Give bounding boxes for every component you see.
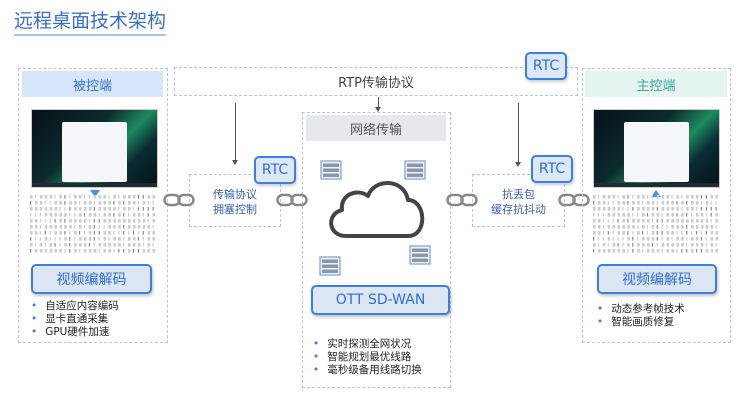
page-title: 远程桌面技术架构 [14,10,167,36]
link-chain-icon [163,193,195,207]
bullet: 实时探测全网状况 [313,338,422,351]
controlled-side-header: 被控端 [22,71,163,97]
label: 拥塞控制 [213,203,257,216]
server-icon [404,160,426,180]
label: 缓存抗抖动 [491,203,546,216]
video-codec-button-left[interactable]: 视频编解码 [31,264,152,294]
arrow-down-icon [232,103,238,165]
network-transport-header: 网络传输 [306,115,446,141]
controlling-side-header: 主控端 [585,71,727,97]
link-chain-icon [558,193,590,207]
rtp-protocol-bar: RTP传输协议 [174,67,578,96]
network-transport-panel [302,112,451,388]
bullet: 毫秒级备用线路切换 [313,364,422,377]
rtc-badge-top: RTC [525,52,567,80]
rtc-badge-right: RTC [531,155,573,183]
label: 传输协议 [213,188,257,201]
arrow-down-icon [90,190,100,197]
label: 抗丢包 [502,188,535,201]
transport-protocol-box: 传输协议 拥塞控制 [189,174,281,227]
bullet: 智能规划最优线路 [313,351,422,364]
bullet: 自适应内容编码 [31,300,119,313]
arrow-up-icon [651,190,661,197]
bullet: GPU硬件加速 [31,326,119,339]
binary-data-pattern [593,195,719,253]
cloud-icon [329,181,425,238]
server-icon [409,245,431,265]
desktop-screenshot [593,109,720,188]
rtc-badge-left: RTC [254,156,296,184]
server-icon [320,160,342,180]
arrow-down-icon [515,103,521,167]
desktop-screenshot [31,109,158,188]
bullet: 显卡直通采集 [31,313,119,326]
bullet: 智能画质修复 [597,316,685,329]
link-chain-icon [446,193,478,207]
server-icon [319,256,341,276]
center-bullets: 实时探测全网状况 智能规划最优线路 毫秒级备用线路切换 [313,338,422,377]
right-bullets: 动态参考帧技术 智能画质修复 [597,303,685,329]
anti-packet-loss-box: 抗丢包 缓存抗抖动 [472,174,565,227]
ott-sdwan-button[interactable]: OTT SD-WAN [311,285,450,315]
controlling-side-panel [582,68,731,343]
left-bullets: 自适应内容编码 显卡直通采集 GPU硬件加速 [31,300,119,339]
rtp-label: RTP传输协议 [338,76,414,91]
arrow-down-icon [375,97,381,112]
bullet: 动态参考帧技术 [597,303,685,316]
video-codec-button-right[interactable]: 视频编解码 [597,264,717,294]
link-chain-icon [276,193,308,207]
binary-data-pattern [30,195,156,253]
